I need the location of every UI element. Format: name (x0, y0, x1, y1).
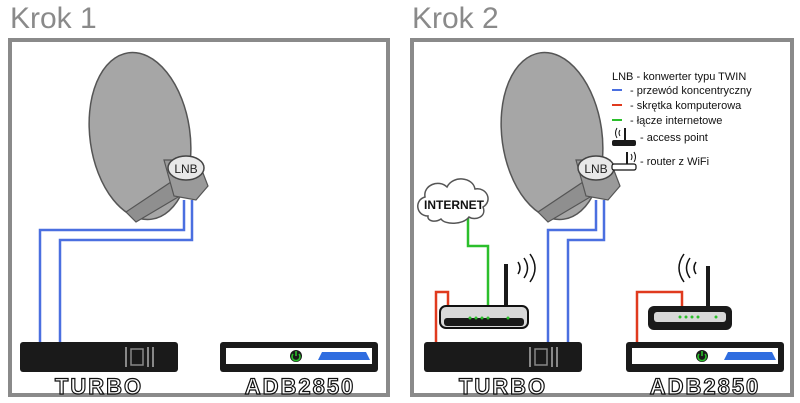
wifi-router-device (648, 253, 732, 330)
step1-adb-box (220, 342, 378, 372)
step2-satellite-dish (500, 51, 621, 223)
access-point-icon (612, 127, 636, 146)
step1-satellite-dish (88, 51, 209, 223)
step2-turbo-box (424, 342, 582, 372)
step1-frame (8, 38, 390, 397)
legend-item-access-point: - access point (640, 132, 708, 144)
step2-title: Krok 2 (412, 2, 499, 35)
step1-lnb-label: LNB (174, 162, 197, 176)
step2-lnb-label: LNB (584, 162, 607, 176)
internet-cloud-icon (417, 178, 489, 224)
legend-item-coax: - przewód koncentryczny (630, 85, 752, 97)
step1-title: Krok 1 (10, 2, 97, 35)
step1-turbo-label: TURBO (55, 374, 143, 399)
step2-adb-box (626, 342, 784, 372)
access-point-device (439, 253, 536, 329)
internet-label: INTERNET (424, 198, 485, 212)
legend-item-router: - router z WiFi (640, 156, 709, 168)
step2-adb-label: ADB2850 (650, 374, 761, 399)
router-icon (611, 151, 637, 171)
step2-turbo-label: TURBO (459, 374, 547, 399)
step2-internet-line (466, 218, 490, 318)
legend-heading: LNB - konwerter typu TWIN (612, 71, 746, 83)
legend-item-lan: - skrętka komputerowa (630, 100, 742, 112)
step2-coax-cables (546, 200, 606, 342)
legend-item-internet: - łącze internetowe (630, 115, 722, 127)
step2-lan-right (635, 290, 684, 342)
legend: LNB - konwerter typu TWIN - przewód konc… (611, 71, 752, 171)
step1-adb-label: ADB2850 (245, 374, 356, 399)
step1-coax-cables (38, 200, 194, 342)
step1-turbo-box (20, 342, 178, 372)
